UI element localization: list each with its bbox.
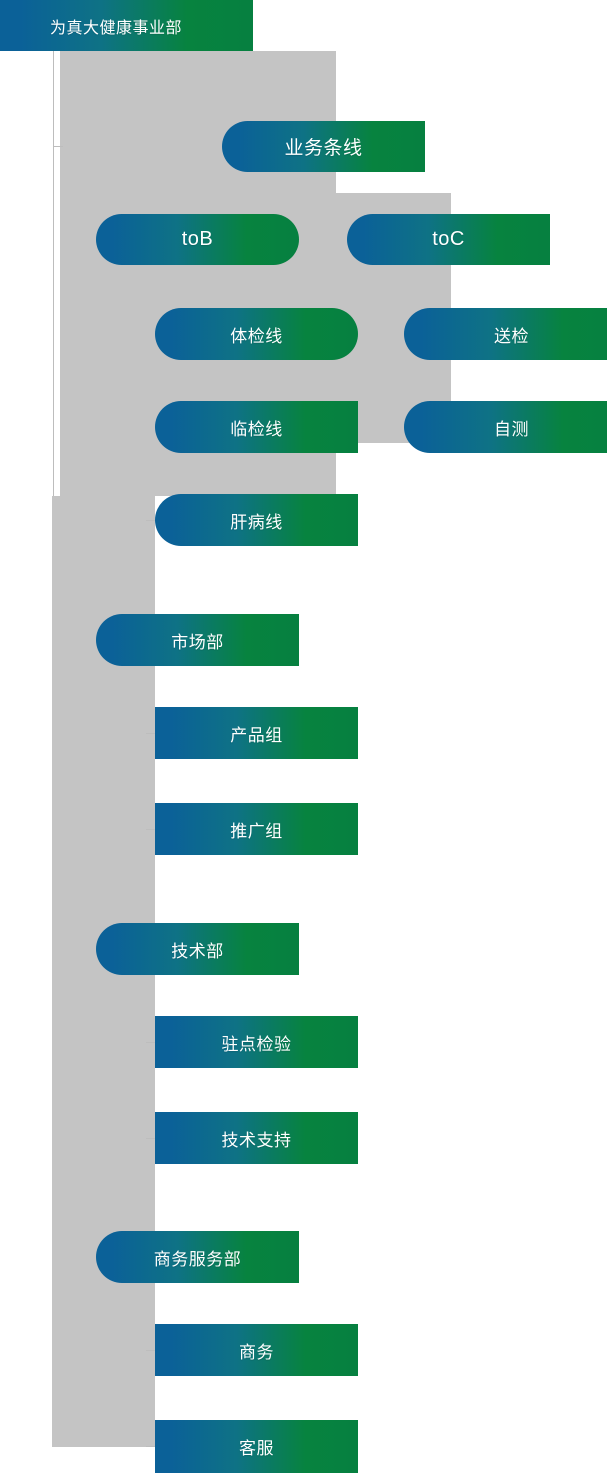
connector-jishu-to-zhichi (146, 1138, 158, 1139)
node-songjian[interactable]: 送检 (404, 308, 607, 360)
node-ganbingxian-label: 肝病线 (230, 512, 283, 532)
node-team-tuiguangzu-label: 推广组 (230, 821, 283, 841)
connector-shangwu-to-kefu (146, 1446, 158, 1447)
node-tijianxian[interactable]: 体检线 (155, 308, 358, 360)
node-team-shangwu[interactable]: 商务 (155, 1324, 358, 1376)
connector-shichang-to-tuiguang (146, 829, 158, 830)
node-zice-label: 自测 (494, 419, 529, 439)
connector-shangwu-to-shangwu-team (146, 1350, 158, 1351)
root-node-header[interactable]: 为真大健康事业部 (0, 0, 253, 51)
connector-shichang-to-chanpin (146, 733, 158, 734)
node-team-chanpinzu[interactable]: 产品组 (155, 707, 358, 759)
node-team-jishuzhichi[interactable]: 技术支持 (155, 1112, 358, 1164)
connector-tob-to-ganbing (146, 520, 158, 521)
node-team-zhudianjianyan[interactable]: 驻点检验 (155, 1016, 358, 1068)
connector-jishu-to-zhudian (146, 1042, 158, 1043)
node-team-zhudianjianyan-label: 驻点检验 (221, 1034, 292, 1054)
node-tijianxian-label: 体检线 (230, 326, 283, 346)
node-department-shangwufuwubu-label: 商务服务部 (153, 1249, 242, 1269)
node-department-jishubu[interactable]: 技术部 (96, 923, 299, 975)
connector-root-to-business (53, 146, 63, 147)
node-songjian-label: 送检 (494, 326, 529, 346)
connector-root-vertical (53, 51, 54, 496)
node-team-chanpinzu-label: 产品组 (230, 725, 283, 745)
node-toc-label: toC (432, 228, 465, 250)
node-department-shichangbu[interactable]: 市场部 (96, 614, 299, 666)
node-team-jishuzhichi-label: 技术支持 (221, 1130, 292, 1150)
node-team-shangwu-label: 商务 (239, 1342, 274, 1362)
node-department-shangwufuwubu[interactable]: 商务服务部 (96, 1231, 299, 1283)
node-tob-label: toB (181, 228, 214, 250)
node-ganbingxian[interactable]: 肝病线 (155, 494, 358, 546)
node-linjianxian[interactable]: 临检线 (155, 401, 358, 453)
node-business-line[interactable]: 业务条线 (222, 121, 425, 172)
node-team-kefu-label: 客服 (239, 1439, 274, 1458)
node-zice[interactable]: 自测 (404, 401, 607, 453)
node-team-kefu[interactable]: 客服 (155, 1420, 358, 1473)
node-department-shichangbu-label: 市场部 (171, 632, 224, 652)
node-linjianxian-label: 临检线 (230, 419, 283, 439)
node-team-tuiguangzu[interactable]: 推广组 (155, 803, 358, 855)
node-department-jishubu-label: 技术部 (171, 941, 224, 961)
root-node-label: 为真大健康事业部 (50, 19, 183, 37)
node-business-line-label: 业务条线 (284, 138, 363, 159)
node-tob[interactable]: toB (96, 214, 299, 265)
node-toc[interactable]: toC (347, 214, 550, 265)
